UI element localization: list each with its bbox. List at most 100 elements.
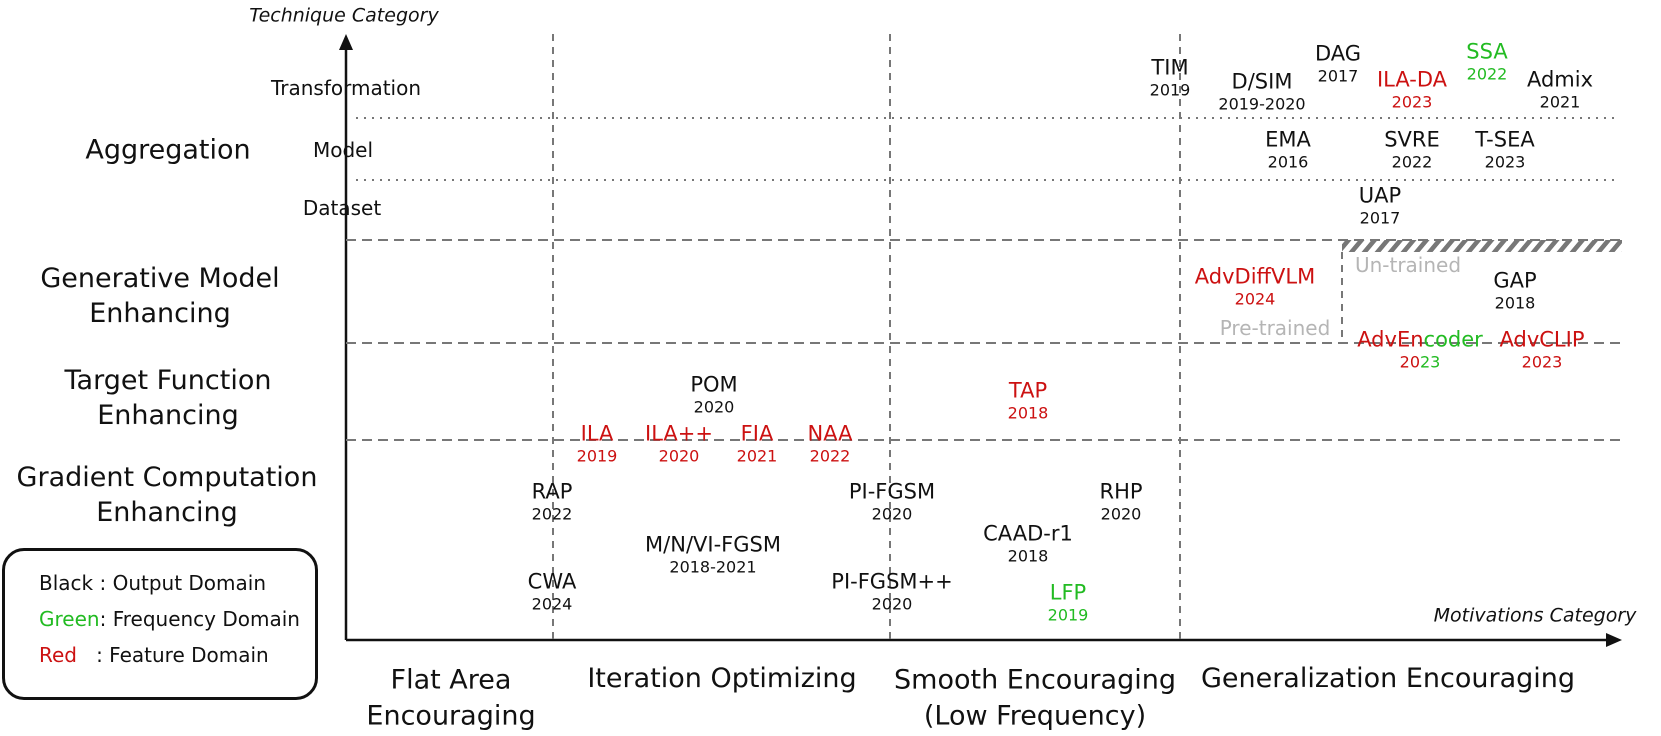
- method-pom-year: 2020: [693, 397, 735, 417]
- method-uap-year: 2017: [1359, 208, 1401, 228]
- method-cwa-name: CWA: [527, 569, 577, 594]
- legend-red-sep: :: [77, 643, 110, 667]
- method-mnvi-year: 2018-2021: [669, 557, 757, 577]
- method-tim-year: 2019: [1149, 80, 1191, 100]
- method-lfp-year: 2019: [1047, 605, 1089, 625]
- x-axis-title: Motivations Category: [1433, 604, 1637, 627]
- method-admix-year: 2021: [1539, 92, 1581, 112]
- legend-row-green: Green: Frequency Domain: [39, 607, 300, 631]
- method-advclip-year: 2023: [1521, 352, 1563, 372]
- col-label-flat: Flat Area Encouraging: [366, 664, 536, 731]
- method-ilapp-year: 2020: [658, 446, 700, 466]
- method-tsea-year: 2023: [1484, 152, 1526, 172]
- method-pifgsmpp: PI-FGSM++2020: [831, 569, 953, 614]
- subrow-label-transformation: Transformation: [270, 76, 422, 100]
- method-ema-name: EMA: [1265, 127, 1311, 152]
- y-axis-title: Technique Category: [249, 4, 439, 27]
- method-tap-year: 2018: [1007, 403, 1049, 423]
- method-fia-name: FIA: [740, 421, 774, 446]
- method-dsim-year: 2019-2020: [1218, 94, 1306, 114]
- method-advdiffvlm-name: AdvDiffVLM: [1194, 264, 1316, 289]
- method-dsim-name: D/SIM: [1231, 69, 1293, 94]
- method-ila-year: 2019: [576, 446, 618, 466]
- untrained-hatch-bar: [1342, 240, 1622, 252]
- method-ilapp-name: ILA++: [645, 421, 713, 446]
- method-advencoder-year: 2023: [1357, 352, 1483, 371]
- method-gap-name: GAP: [1493, 268, 1537, 293]
- legend-green-value: Frequency Domain: [112, 607, 300, 631]
- method-dag-year: 2017: [1317, 66, 1359, 86]
- legend-red-value: Feature Domain: [109, 643, 269, 667]
- row-label-aggregation: Aggregation: [85, 134, 251, 166]
- method-naa-year: 2022: [809, 446, 851, 466]
- method-svre-name: SVRE: [1384, 127, 1440, 152]
- legend-row-red: Red : Feature Domain: [39, 643, 269, 667]
- col-label-smooth: Smooth Encouraging (Low Frequency): [894, 664, 1176, 731]
- method-rhp-name: RHP: [1099, 479, 1143, 504]
- method-svre-year: 2022: [1391, 152, 1433, 172]
- method-naa-name: NAA: [807, 421, 853, 446]
- method-pom-name: POM: [690, 372, 738, 397]
- method-pifgsm-year: 2020: [871, 504, 913, 524]
- method-ila-name: ILA: [580, 421, 614, 446]
- legend-green-sep: :: [99, 607, 113, 631]
- method-uap-name: UAP: [1358, 183, 1402, 208]
- method-caad-name: CAAD-r1: [983, 521, 1073, 546]
- subrow-label-dataset: Dataset: [302, 196, 382, 220]
- row-label-generative: Generative Model Enhancing: [40, 262, 280, 329]
- subrow-label-model: Model: [312, 138, 374, 162]
- method-advencoder: AdvEncoder 2023: [1357, 328, 1483, 372]
- method-caad-year: 2018: [1007, 546, 1049, 566]
- method-cwa-year: 2024: [531, 594, 573, 614]
- method-pifgsmpp-name: PI-FGSM++: [831, 569, 953, 594]
- col-label-generalization: Generalization Encouraging: [1200, 663, 1576, 695]
- row-label-target: Target Function Enhancing: [64, 364, 272, 431]
- method-rap-name: RAP: [531, 479, 573, 504]
- advencoder-name-part2: coder: [1423, 327, 1483, 352]
- method-ilada-name: ILA-DA: [1376, 67, 1448, 92]
- row-label-gradient: Gradient Computation Enhancing: [16, 461, 318, 528]
- method-tap-name: TAP: [1008, 378, 1048, 403]
- method-ssa-name: SSA: [1466, 39, 1508, 64]
- method-fia-year: 2021: [736, 446, 778, 466]
- method-admix-name: Admix: [1526, 67, 1594, 92]
- region-label-untrained: Un-trained: [1354, 253, 1462, 277]
- method-advencoder-name: AdvEncoder: [1357, 328, 1483, 351]
- method-rap-year: 2022: [531, 504, 573, 524]
- legend-box: Black : Output Domain Green: Frequency D…: [2, 548, 318, 700]
- method-rhp-year: 2020: [1100, 504, 1142, 524]
- advencoder-year-part1: 20: [1399, 352, 1420, 372]
- x-axis-arrow: [1606, 633, 1622, 647]
- method-pifgsmpp-year: 2020: [871, 594, 913, 614]
- method-tsea-name: T-SEA: [1475, 127, 1535, 152]
- method-lfp-name: LFP: [1049, 580, 1087, 605]
- y-axis-arrow: [339, 34, 353, 50]
- method-ilada-year: 2023: [1391, 92, 1433, 112]
- method-advclip-name: AdvCLIP: [1499, 327, 1585, 352]
- region-label-pretrained: Pre-trained: [1219, 316, 1331, 340]
- method-tim-name: TIM: [1151, 55, 1189, 80]
- col-label-iteration: Iteration Optimizing: [587, 663, 857, 695]
- advencoder-year-part2: 23: [1420, 352, 1441, 372]
- method-ema-year: 2016: [1267, 152, 1309, 172]
